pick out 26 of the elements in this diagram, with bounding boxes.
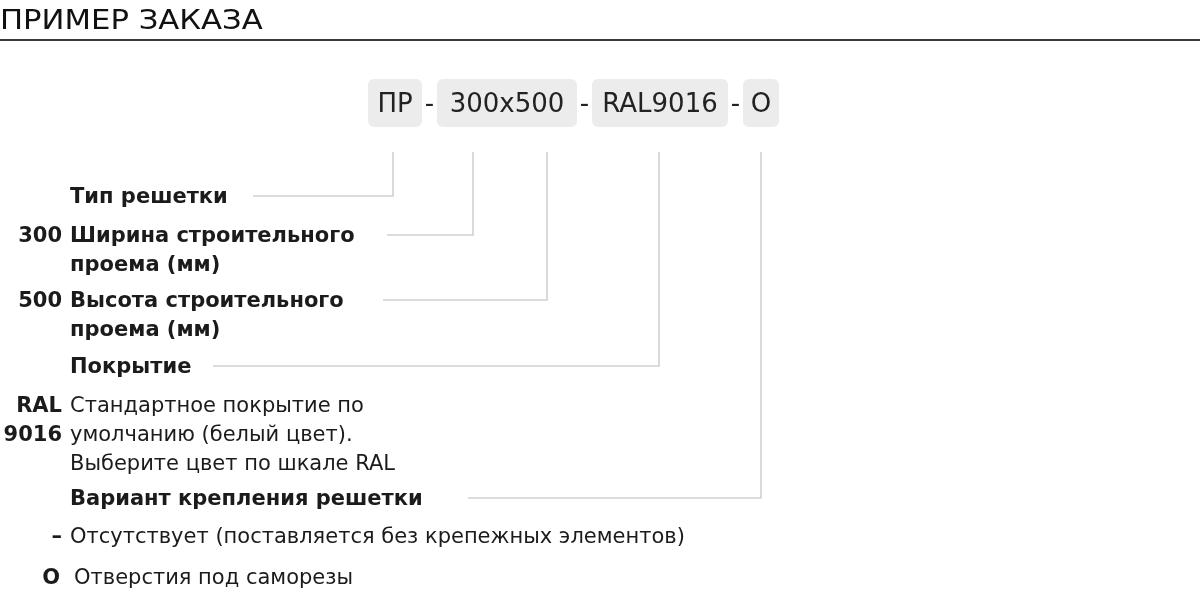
field-label: Вариант крепления решетки <box>70 483 423 513</box>
page-title: ПРИМЕР ЗАКАЗА <box>0 5 263 35</box>
code-segment: RAL9016 <box>592 79 728 127</box>
code-segment: О <box>743 79 779 127</box>
code-separator: - <box>729 88 742 118</box>
leader-line <box>382 151 548 301</box>
option-code: О <box>42 563 60 591</box>
option-code: – <box>51 522 62 550</box>
code-separator: - <box>423 88 436 118</box>
description-text: Стандартное покрытие по умолчанию (белый цвет). Выберите цвет по шкале RAL <box>70 391 396 477</box>
value-code: 500 <box>18 286 62 314</box>
leader-line <box>467 151 762 499</box>
leader-line <box>386 151 474 236</box>
option-text: Отсутствует (поставляется без крепежных элементов) <box>70 522 685 550</box>
code-segment: 300x500 <box>437 79 577 127</box>
leader-line <box>252 151 394 197</box>
field-label: Ширина строительного проема (мм) <box>70 220 356 279</box>
code-segment: ПР <box>368 79 422 127</box>
option-text: Отверстия под саморезы <box>74 563 353 591</box>
leader-line <box>212 151 660 367</box>
field-label: Высота строительного проема (мм) <box>70 285 345 344</box>
value-code: RAL 9016 <box>2 391 62 448</box>
field-label: Покрытие <box>70 351 192 381</box>
code-separator: - <box>578 88 591 118</box>
field-label: Тип решетки <box>70 181 228 211</box>
value-code: 300 <box>18 221 62 249</box>
